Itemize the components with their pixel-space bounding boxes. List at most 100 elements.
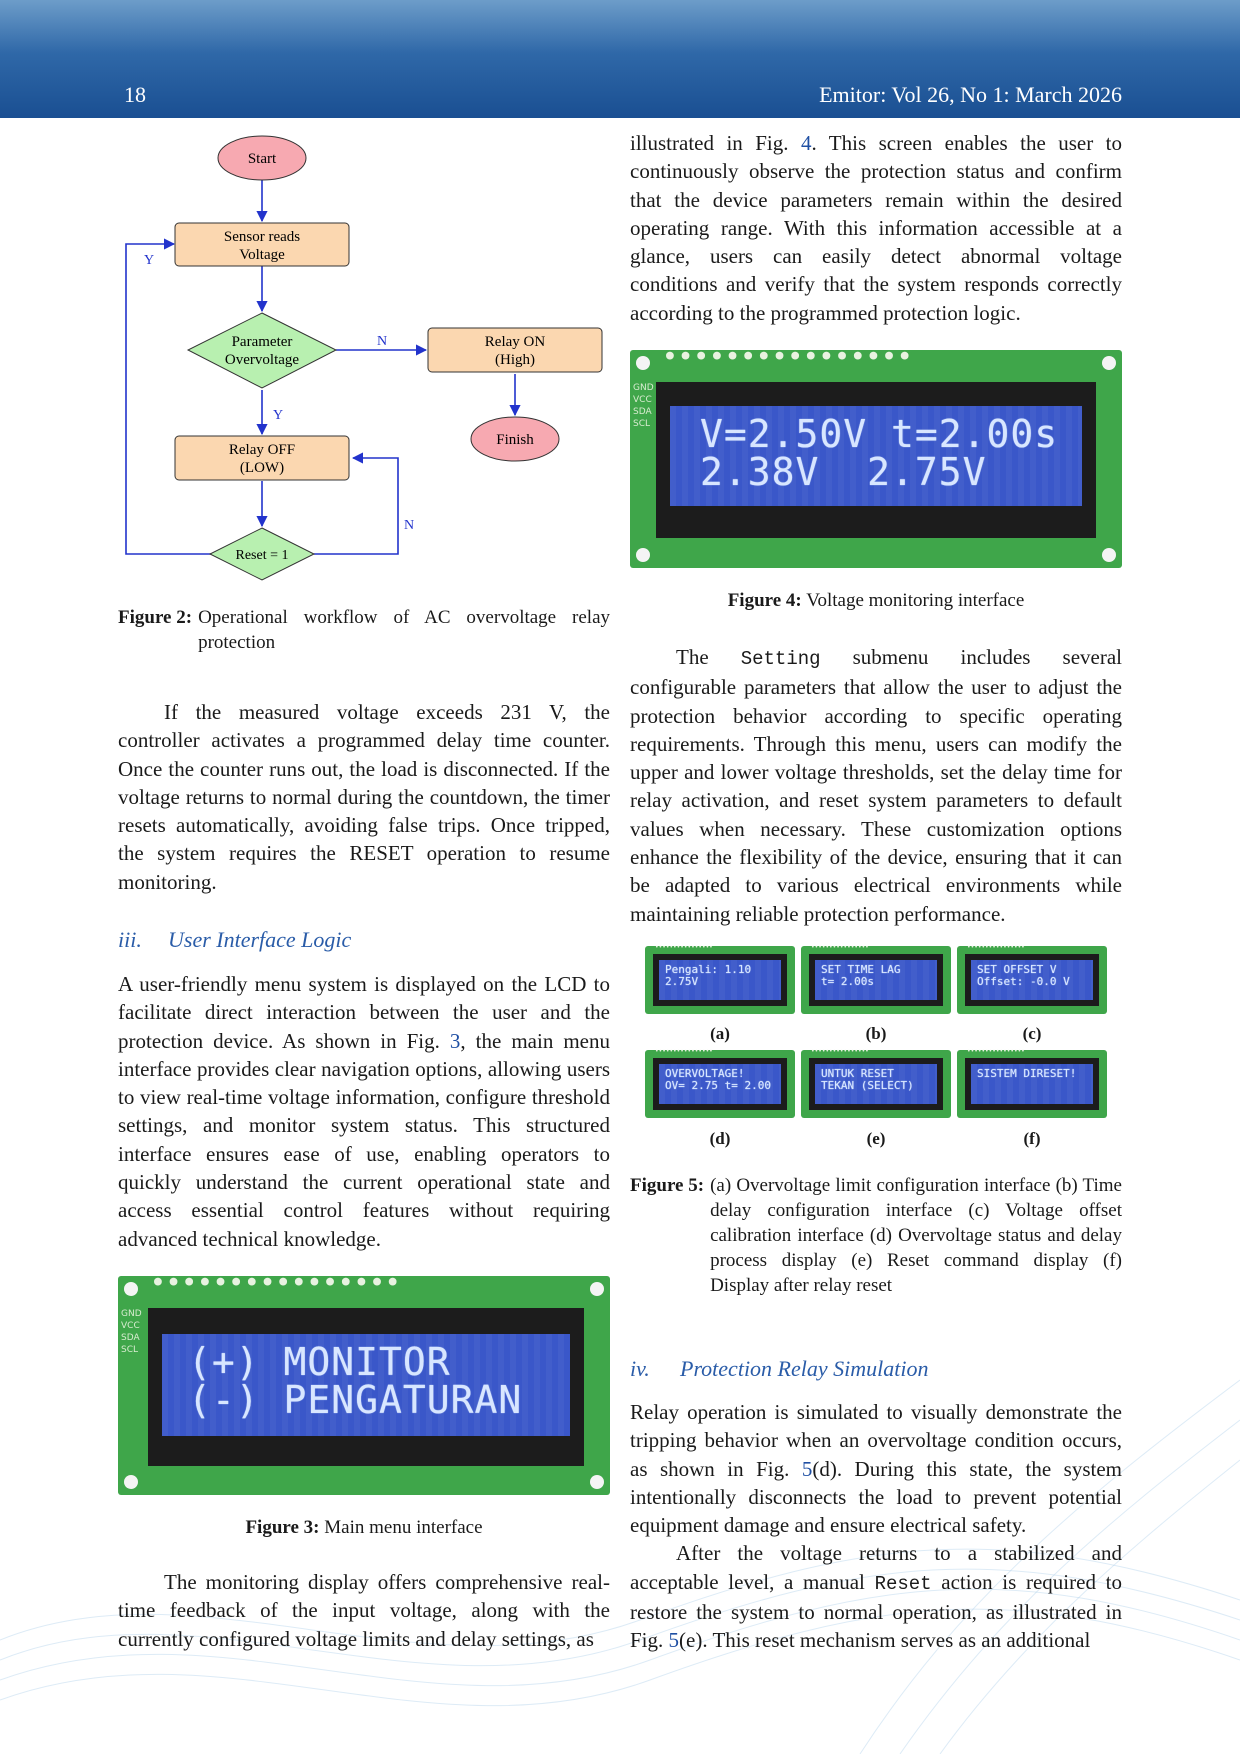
lcd-pin-header: •••••••••••••••• [655,944,713,951]
flow-finish-node [470,416,560,462]
right-para1-text-a: illustrated in Fig. [630,131,801,155]
figure-5-panel-lcd: •••••••••••••••• SISTEM DIRESET! [957,1048,1107,1118]
figure-5-panel-lcd: ••••••••••••••••OVERVOLTAGE!OV= 2.75 t= … [645,1048,795,1118]
flow-label-y1: Y [273,408,283,423]
journal-title: Emitor: Vol 26, No 1: March 2026 [819,82,1122,107]
side-label-sda: SDA [121,1333,140,1343]
lcd-screen [659,960,781,1000]
flow-sensor-label-2: Voltage [239,247,285,263]
left-column-para1-block: If the measured voltage exceeds 231 V, t… [118,698,610,896]
mount-hole [590,1282,604,1296]
lcd-line-2: (-) PENGATURAN [188,1378,523,1422]
flow-decision-label-2: Overvoltage [225,352,299,368]
section-number-iv: iv. [630,1356,650,1381]
flow-relay-off-label-2: (LOW) [240,460,284,476]
lcd-line-2: 2.38V 2.75V [700,450,987,494]
lcd-line-1: (+) MONITOR [188,1340,451,1384]
lcd-line-1: UNTUK RESET [821,1067,894,1080]
lcd-screen [659,1064,781,1104]
mount-hole [590,1475,604,1489]
figure-5-sub-label: (d) [709,1129,731,1148]
lcd-line-1: SET OFFSET V [977,963,1057,976]
flow-decision-label-1: Parameter [232,334,293,350]
side-label-scl: SCL [121,1345,139,1355]
flow-decision-overvoltage [186,312,338,389]
lcd-screen [815,960,937,1000]
figure-3-text: Main menu interface [324,1517,483,1538]
lcd-line-2: t= 2.00s [821,975,874,988]
reset-code-term: Reset [874,1572,932,1595]
figure-4-reference-link[interactable]: 4 [800,131,812,155]
right-paragraph-4: After the voltage returns to a stabilize… [630,1539,1122,1654]
side-label-scl: SCL [633,419,651,429]
lcd-screen [670,406,1082,506]
figure-3-reference-link[interactable]: 3 [449,1028,461,1053]
lcd-pin-header: •••••••••••••••• [811,944,869,951]
figure-5-label: Figure 5: [630,1175,705,1196]
right-column-para3-block: Relay operation is simulated to visually… [630,1398,1122,1655]
lcd-line-2: OV= 2.75 t= 2.00 [665,1079,771,1092]
setting-code-term: Setting [740,648,821,670]
lcd-screen [971,1064,1093,1104]
left-column-para3-block: The monitoring display offers comprehens… [118,1568,610,1653]
figure-5-sub-label: (e) [866,1129,886,1148]
flow-relay-off-label-1: Relay OFF [229,442,295,458]
right-paragraph-1: illustrated in Fig. 4. This screen enabl… [630,129,1122,327]
left-para2-text-a: A user-friendly menu system is displayed… [118,972,610,1053]
flow-label-n1: N [377,334,387,349]
right-column-para1-block: illustrated in Fig. 4. This screen enabl… [630,129,1122,327]
lcd-screen [162,1334,570,1436]
figure-5-sub-label: (a) [710,1024,730,1043]
lcd-pin-header: ● ● ● ● ● ● ● ● ● ● ● ● ● ● ● ● [666,348,909,363]
section-title-iii: User Interface Logic [168,927,352,952]
flow-start-node [217,135,307,181]
lcd-line-1: SISTEM DIRESET! [977,1067,1077,1080]
left-paragraph-1: If the measured voltage exceeds 231 V, t… [118,700,610,894]
side-label-gnd: GND [121,1309,142,1319]
flow-label-n2: N [404,518,414,533]
flow-finish-label: Finish [496,432,534,448]
flow-label-y-loop: Y [144,253,154,268]
lcd-pin-header: •••••••••••••••• [967,1048,1025,1055]
mount-hole [636,548,650,562]
figure-4-label: Figure 4: [727,590,802,611]
figure-5-sub-label: (f) [1023,1129,1041,1148]
right-para2-text-a: The [676,645,741,669]
figure-5-reference-link[interactable]: 5 [668,1628,680,1653]
lcd-line-2: TEKAN (SELECT) [821,1079,914,1092]
right-para3-text-b: (d). During this state, the system inten… [630,1456,1122,1538]
right-para1-text-b: . This screen enables the user to contin… [630,131,1123,325]
side-label-vcc: VCC [121,1321,140,1331]
mount-hole [124,1475,138,1489]
flow-relay-off-node [174,435,350,481]
figure-3-caption: Figure 3: Main menu interface [118,1515,610,1540]
figure-5-sub-label: (b) [865,1024,887,1043]
lcd-screen [815,1064,937,1104]
figure-5-reference-link[interactable]: 5 [801,1456,813,1481]
lcd-side-labels: GND VCC SDA SCL [633,382,654,430]
lcd-screen [971,960,1093,1000]
flow-sensor-label-1: Sensor reads [224,229,300,245]
flow-relay-on-label-1: Relay ON [485,334,546,350]
figure-5-text: (a) Overvoltage limit configuration inte… [710,1175,1122,1296]
lcd-line-2: Offset: -0.0 V [977,975,1070,988]
right-paragraph-3: Relay operation is simulated to visually… [630,1398,1122,1539]
flow-decision-reset [208,527,316,581]
flow-relay-on-node [427,327,603,373]
lcd-side-labels: GND VCC SDA SCL [121,1308,142,1356]
lcd-line-1: Pengali: 1.10 [665,963,752,976]
lcd-pin-header: •••••••••••••••• [655,1048,713,1055]
flow-relay-on-label-2: (High) [495,352,535,368]
side-label-vcc: VCC [633,395,652,405]
mount-hole [1102,356,1116,370]
right-para2-text-b: submenu includes several configurable pa… [630,645,1122,926]
lcd-pin-header: •••••••••••••••• [811,1048,869,1055]
figure-5-caption: Figure 5: (a) Overvoltage limit configur… [630,1173,1122,1298]
left-paragraph-2: A user-friendly menu system is displayed… [118,970,610,1253]
section-number-iii: iii. [118,927,142,952]
figure-4-caption: Figure 4: Voltage monitoring interface [630,588,1122,613]
page-header: 18 Emitor: Vol 26, No 1: March 2026 [0,0,1240,118]
